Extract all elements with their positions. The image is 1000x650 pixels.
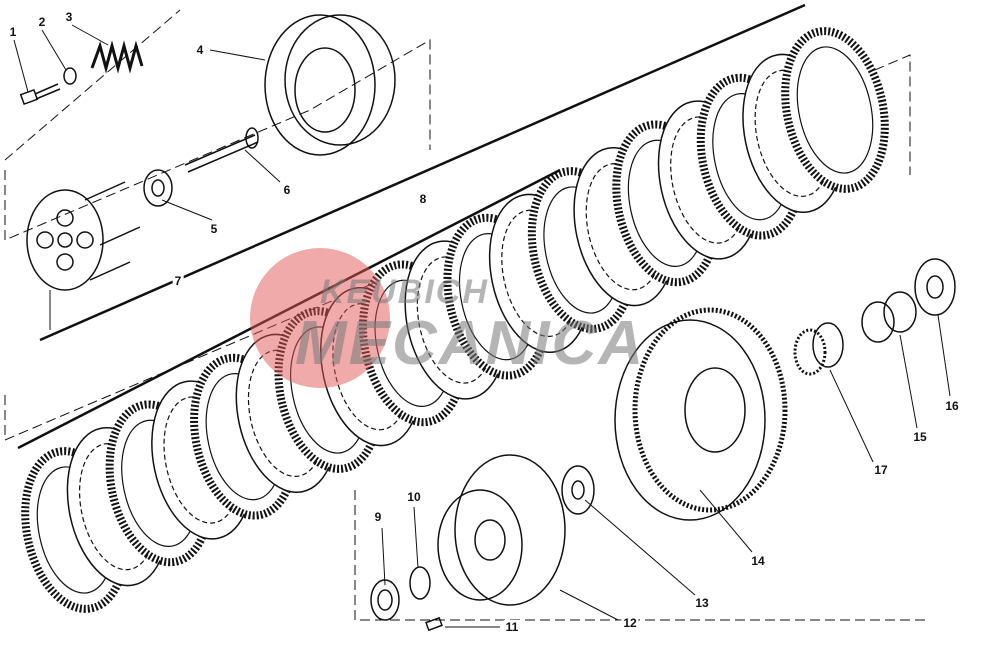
washer-part bbox=[63, 67, 77, 85]
pushrod-part bbox=[184, 127, 259, 173]
screw-part bbox=[19, 83, 61, 106]
callout-14: 14 bbox=[749, 554, 767, 568]
washer-16 bbox=[914, 258, 956, 316]
callout-11: 11 bbox=[503, 620, 521, 634]
callout-5: 5 bbox=[208, 222, 220, 236]
callout-10: 10 bbox=[405, 490, 423, 504]
callout-2: 2 bbox=[36, 15, 48, 29]
callout-17: 17 bbox=[872, 463, 890, 477]
callout-8: 8 bbox=[417, 192, 429, 206]
group-boundary bbox=[4, 39, 431, 241]
pressure-plate bbox=[264, 14, 396, 156]
callout-16: 16 bbox=[943, 399, 961, 413]
clutch-plate-stack bbox=[21, 27, 889, 613]
callout-9: 9 bbox=[372, 510, 384, 524]
callout-7: 7 bbox=[172, 274, 184, 288]
separator-line bbox=[39, 3, 806, 342]
callout-4: 4 bbox=[194, 43, 206, 57]
callout-12: 12 bbox=[621, 616, 639, 630]
group-boundary bbox=[354, 490, 930, 621]
callout-15: 15 bbox=[911, 430, 929, 444]
callout-1: 1 bbox=[7, 25, 19, 39]
callout-13: 13 bbox=[693, 596, 711, 610]
grub-screw bbox=[425, 616, 443, 632]
spring-part bbox=[90, 40, 144, 74]
lock-washer bbox=[409, 566, 431, 600]
callout-6: 6 bbox=[281, 183, 293, 197]
group-boundary bbox=[4, 54, 911, 441]
spring-holder-part bbox=[26, 181, 141, 291]
needle-bearing bbox=[793, 322, 844, 376]
nut-part bbox=[370, 579, 400, 621]
clutch-basket bbox=[614, 307, 788, 521]
thrust-washer bbox=[561, 465, 595, 515]
bushing bbox=[861, 291, 917, 343]
bearing-part bbox=[143, 169, 173, 207]
plate-inner-edge bbox=[796, 46, 874, 174]
clutch-hub bbox=[437, 454, 566, 606]
callout-3: 3 bbox=[63, 10, 75, 24]
